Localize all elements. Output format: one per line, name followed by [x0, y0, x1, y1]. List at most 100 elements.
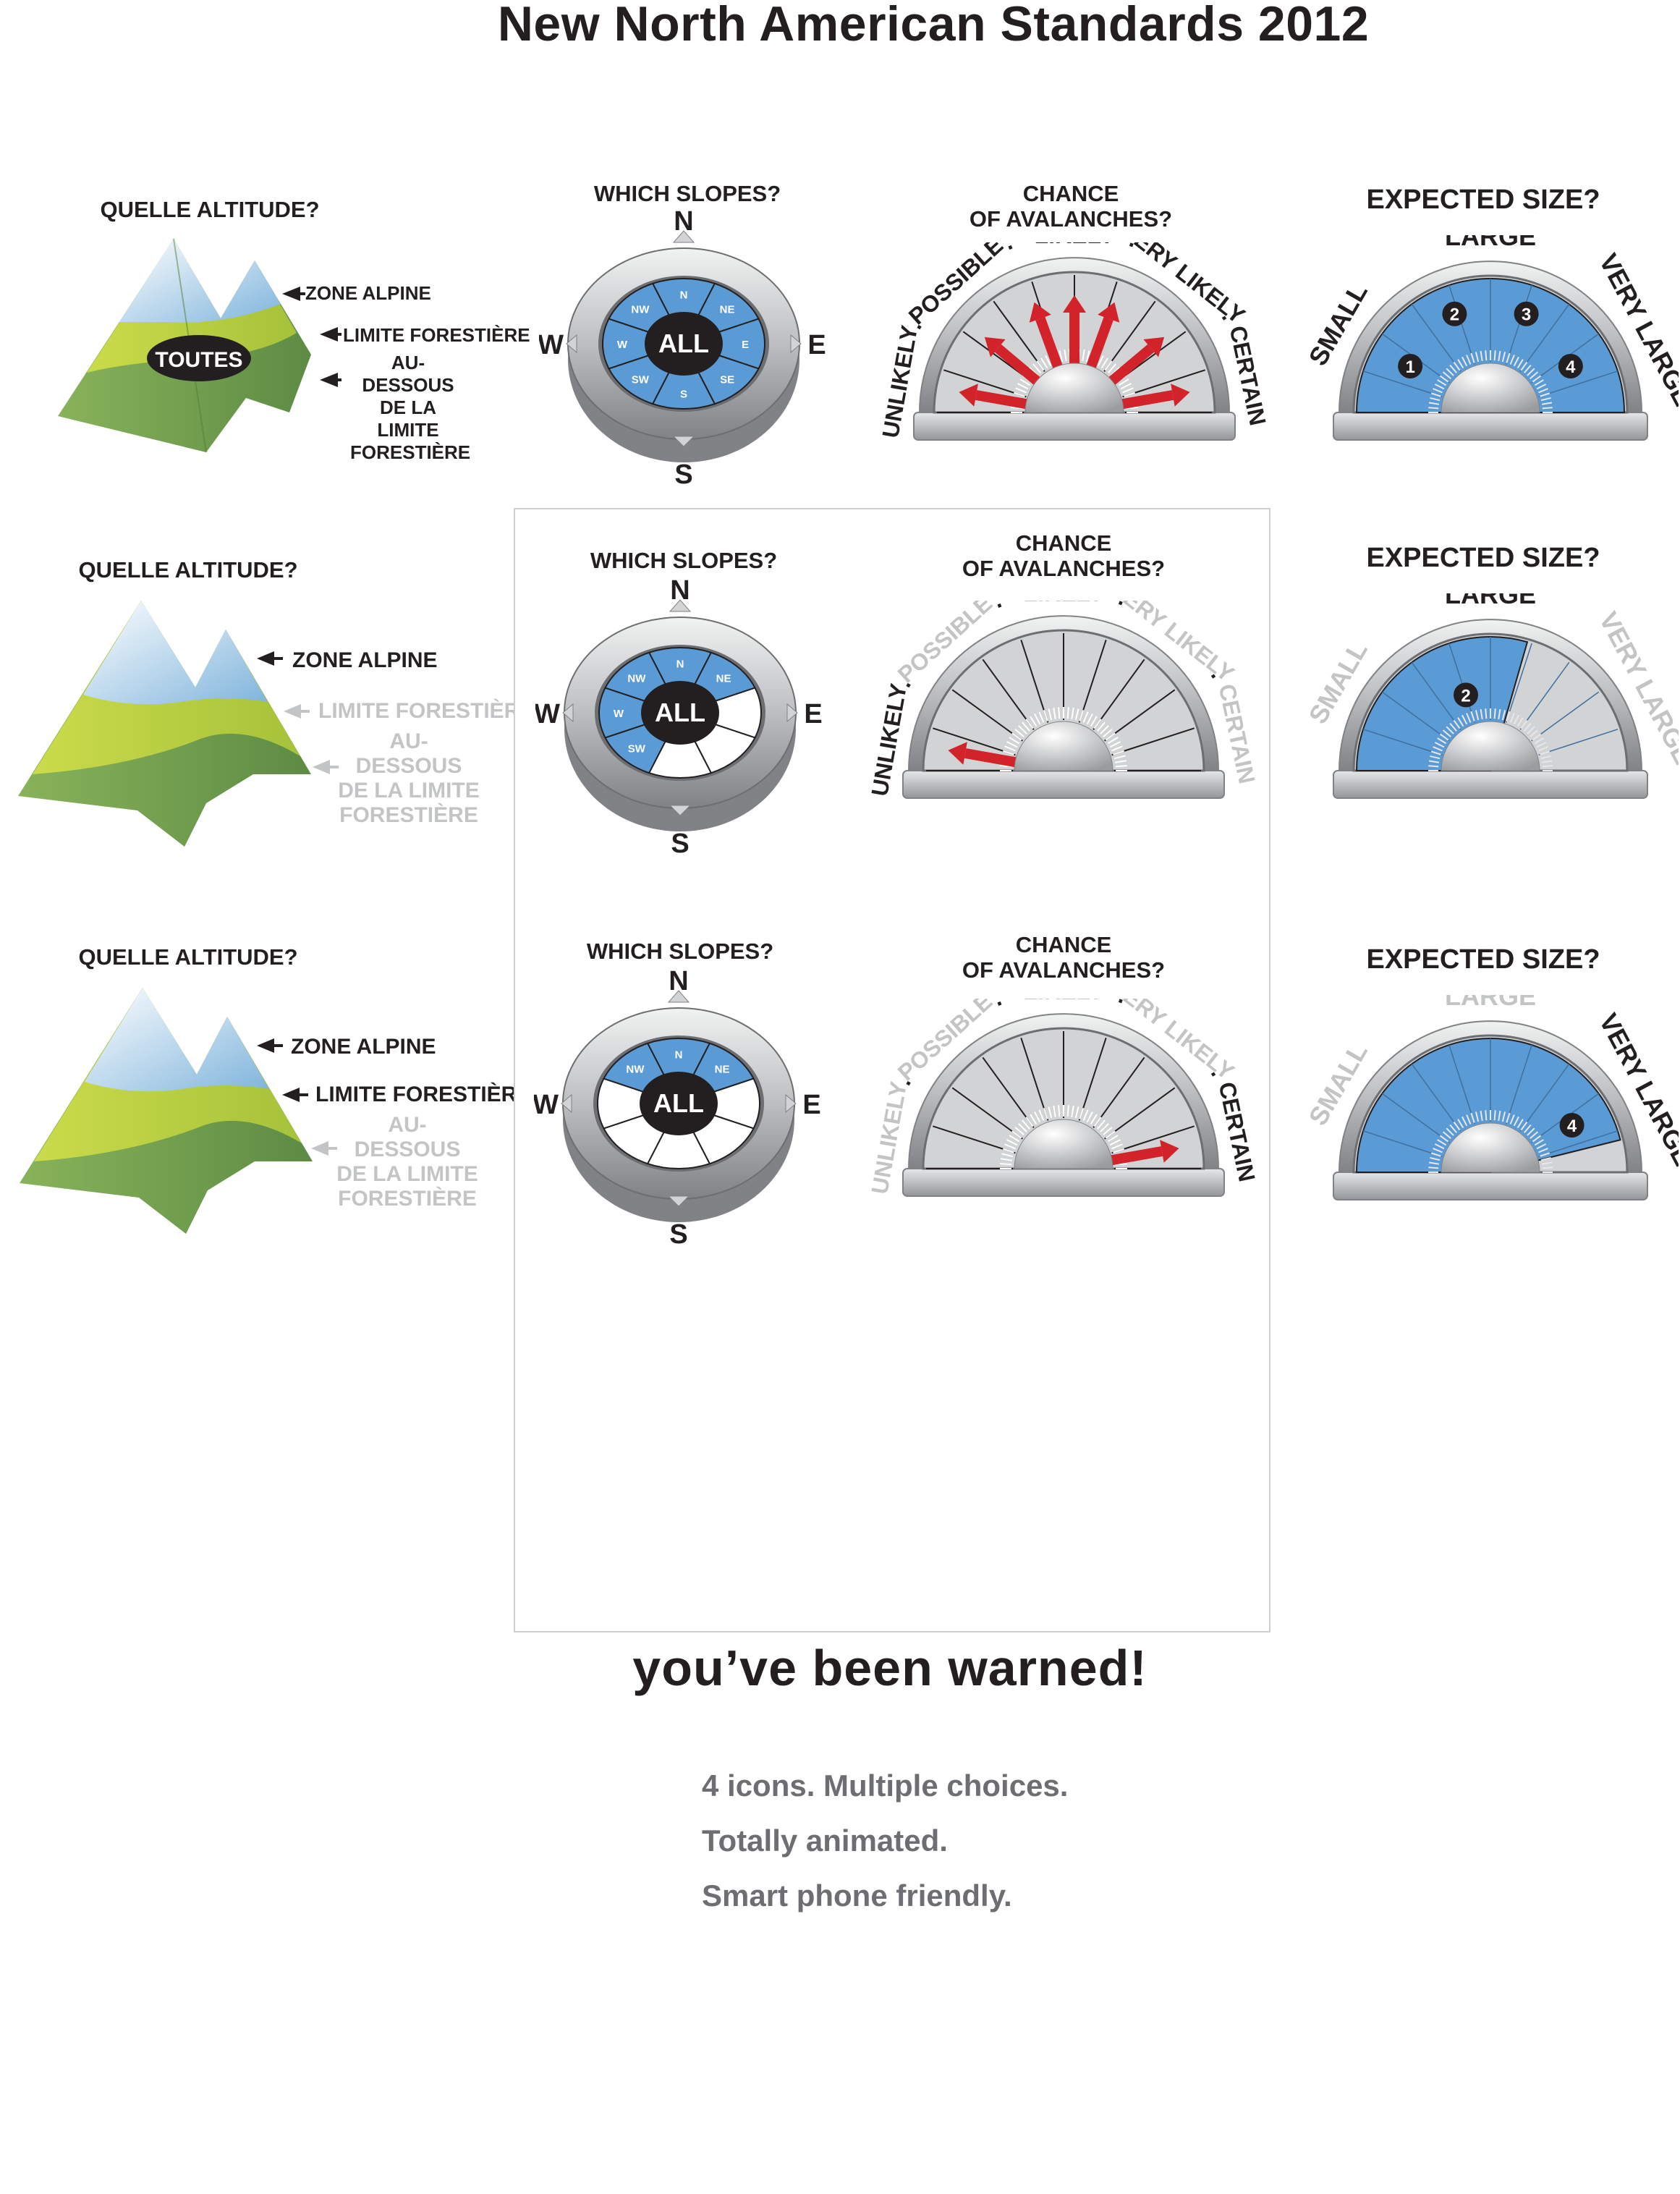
footer-line-2: Totally animated. — [702, 1824, 948, 1858]
size-heading: EXPECTED SIZE? — [1366, 944, 1600, 975]
south-label: S — [674, 459, 692, 490]
size-number-badge — [1558, 354, 1583, 378]
slopes-heading: WHICH SLOPES? — [590, 548, 778, 573]
chance-label-likely[interactable]: LIKELY — [1024, 999, 1104, 1004]
all-slopes-button — [645, 312, 723, 376]
altitude-mountain-icon: TOUTES — [58, 238, 341, 453]
chance-label-likely[interactable]: LIKELY — [1035, 242, 1115, 248]
altitude-heading: QUELLE ALTITUDE? — [78, 557, 298, 583]
all-slopes-button — [641, 681, 719, 745]
likelihood-arrow — [1035, 316, 1065, 374]
altitude-heading: QUELLE ALTITUDE? — [100, 197, 320, 222]
altitude-mountain-icon — [18, 601, 311, 847]
treeline-label: LIMITE FORESTIÈRE — [343, 324, 530, 346]
arrow-alpine-icon — [282, 287, 300, 301]
gauge-hub — [1441, 721, 1540, 771]
zone-alpine-label: ZONE ALPINE — [291, 1035, 436, 1059]
likelihood-arrow-head — [959, 384, 978, 407]
sector-label: S — [680, 388, 687, 400]
likelihood-arrow-head — [1029, 302, 1051, 323]
gauge-hub — [1441, 363, 1540, 413]
west-label: W — [535, 699, 560, 729]
likelihood-arrow-head — [1098, 302, 1120, 323]
likelihood-arrow-head — [948, 742, 967, 765]
arrow-alpine-icon — [257, 651, 283, 666]
sector-label: SW — [632, 373, 650, 386]
arrow-below-icon — [320, 373, 338, 387]
arrow-treeline-icon — [282, 1088, 308, 1102]
east-label: E — [804, 699, 822, 729]
arrow-treeline-icon — [284, 704, 310, 719]
size-number-badge — [1454, 682, 1479, 708]
size-label-large[interactable]: LARGE — [1445, 995, 1536, 1011]
east-label: E — [802, 1090, 820, 1120]
chance-gauge[interactable]: UNLIKELYPOSSIBLELIKELYVERY LIKELYCERTAIN… — [875, 242, 1266, 459]
likelihood-arrow — [975, 390, 1033, 410]
size-label-large[interactable]: LARGE — [1445, 593, 1536, 609]
size-number: 1 — [1405, 357, 1414, 377]
likelihood-arrow-head — [1143, 336, 1165, 357]
size-heading: EXPECTED SIZE? — [1366, 185, 1600, 215]
sector-label: NE — [715, 1064, 730, 1076]
gauge-base — [1333, 770, 1648, 799]
size-number: 4 — [1566, 357, 1576, 377]
size-heading: EXPECTED SIZE? — [1366, 543, 1600, 573]
size-label-large[interactable]: LARGE — [1445, 235, 1536, 251]
treeline-label: LIMITE FORESTIÈRE — [318, 699, 535, 723]
size-number-badge — [1442, 301, 1467, 326]
likelihood-arrow — [964, 748, 1022, 768]
north-label: N — [670, 579, 690, 606]
slopes-heading: WHICH SLOPES? — [586, 939, 774, 964]
arrow-below-icon — [311, 1141, 337, 1156]
south-label: S — [669, 1219, 687, 1250]
chance-label-likely[interactable]: LIKELY — [1024, 601, 1104, 606]
treeline-label: LIMITE FORESTIÈRE — [315, 1083, 532, 1106]
south-label: S — [671, 829, 689, 859]
gauge-base — [902, 1168, 1225, 1197]
gauge-base — [902, 770, 1225, 799]
gauge-base — [1333, 1172, 1648, 1200]
zone-alpine-label: ZONE ALPINE — [292, 648, 438, 672]
size-number: 4 — [1567, 1117, 1577, 1136]
arrow-treeline-icon — [320, 327, 338, 342]
sector-label: SW — [628, 742, 646, 755]
sector-label: NE — [716, 673, 731, 685]
footer-line-1: 4 icons. Multiple choices. — [702, 1769, 1069, 1803]
footer-line-3: Smart phone friendly. — [702, 1879, 1012, 1913]
west-label: W — [539, 330, 564, 360]
likelihood-arrow — [1104, 344, 1155, 389]
likelihood-arrow-head — [984, 336, 1006, 357]
sector-label: NW — [627, 673, 646, 685]
sector-label: NW — [626, 1064, 645, 1076]
warning-text: you’ve been warned! — [632, 1640, 1147, 1696]
gauge-hub — [1441, 1122, 1540, 1173]
sector-label: N — [676, 658, 684, 671]
likelihood-arrow-head — [1171, 384, 1190, 407]
size-fill — [1355, 1037, 1621, 1173]
all-slopes-label: ALL — [658, 329, 709, 358]
size-number: 3 — [1522, 305, 1531, 325]
all-altitudes-label: TOUTES — [155, 348, 242, 372]
all-slopes-button — [640, 1072, 718, 1135]
all-altitudes-badge — [147, 335, 251, 381]
west-label: W — [534, 1090, 559, 1120]
chance-gauge[interactable]: UNLIKELYPOSSIBLELIKELYVERY LIKELYCERTAIN… — [865, 999, 1255, 1216]
page-title: New North American Standards 2012 — [497, 0, 1370, 51]
slopes-heading: WHICH SLOPES? — [593, 181, 781, 206]
gauge-hub — [1014, 1119, 1113, 1169]
altitude-heading: QUELLE ALTITUDE? — [78, 944, 298, 970]
chance-gauge[interactable]: UNLIKELYPOSSIBLELIKELYVERY LIKELYCERTAIN… — [865, 601, 1255, 818]
gauge-base — [913, 412, 1236, 441]
